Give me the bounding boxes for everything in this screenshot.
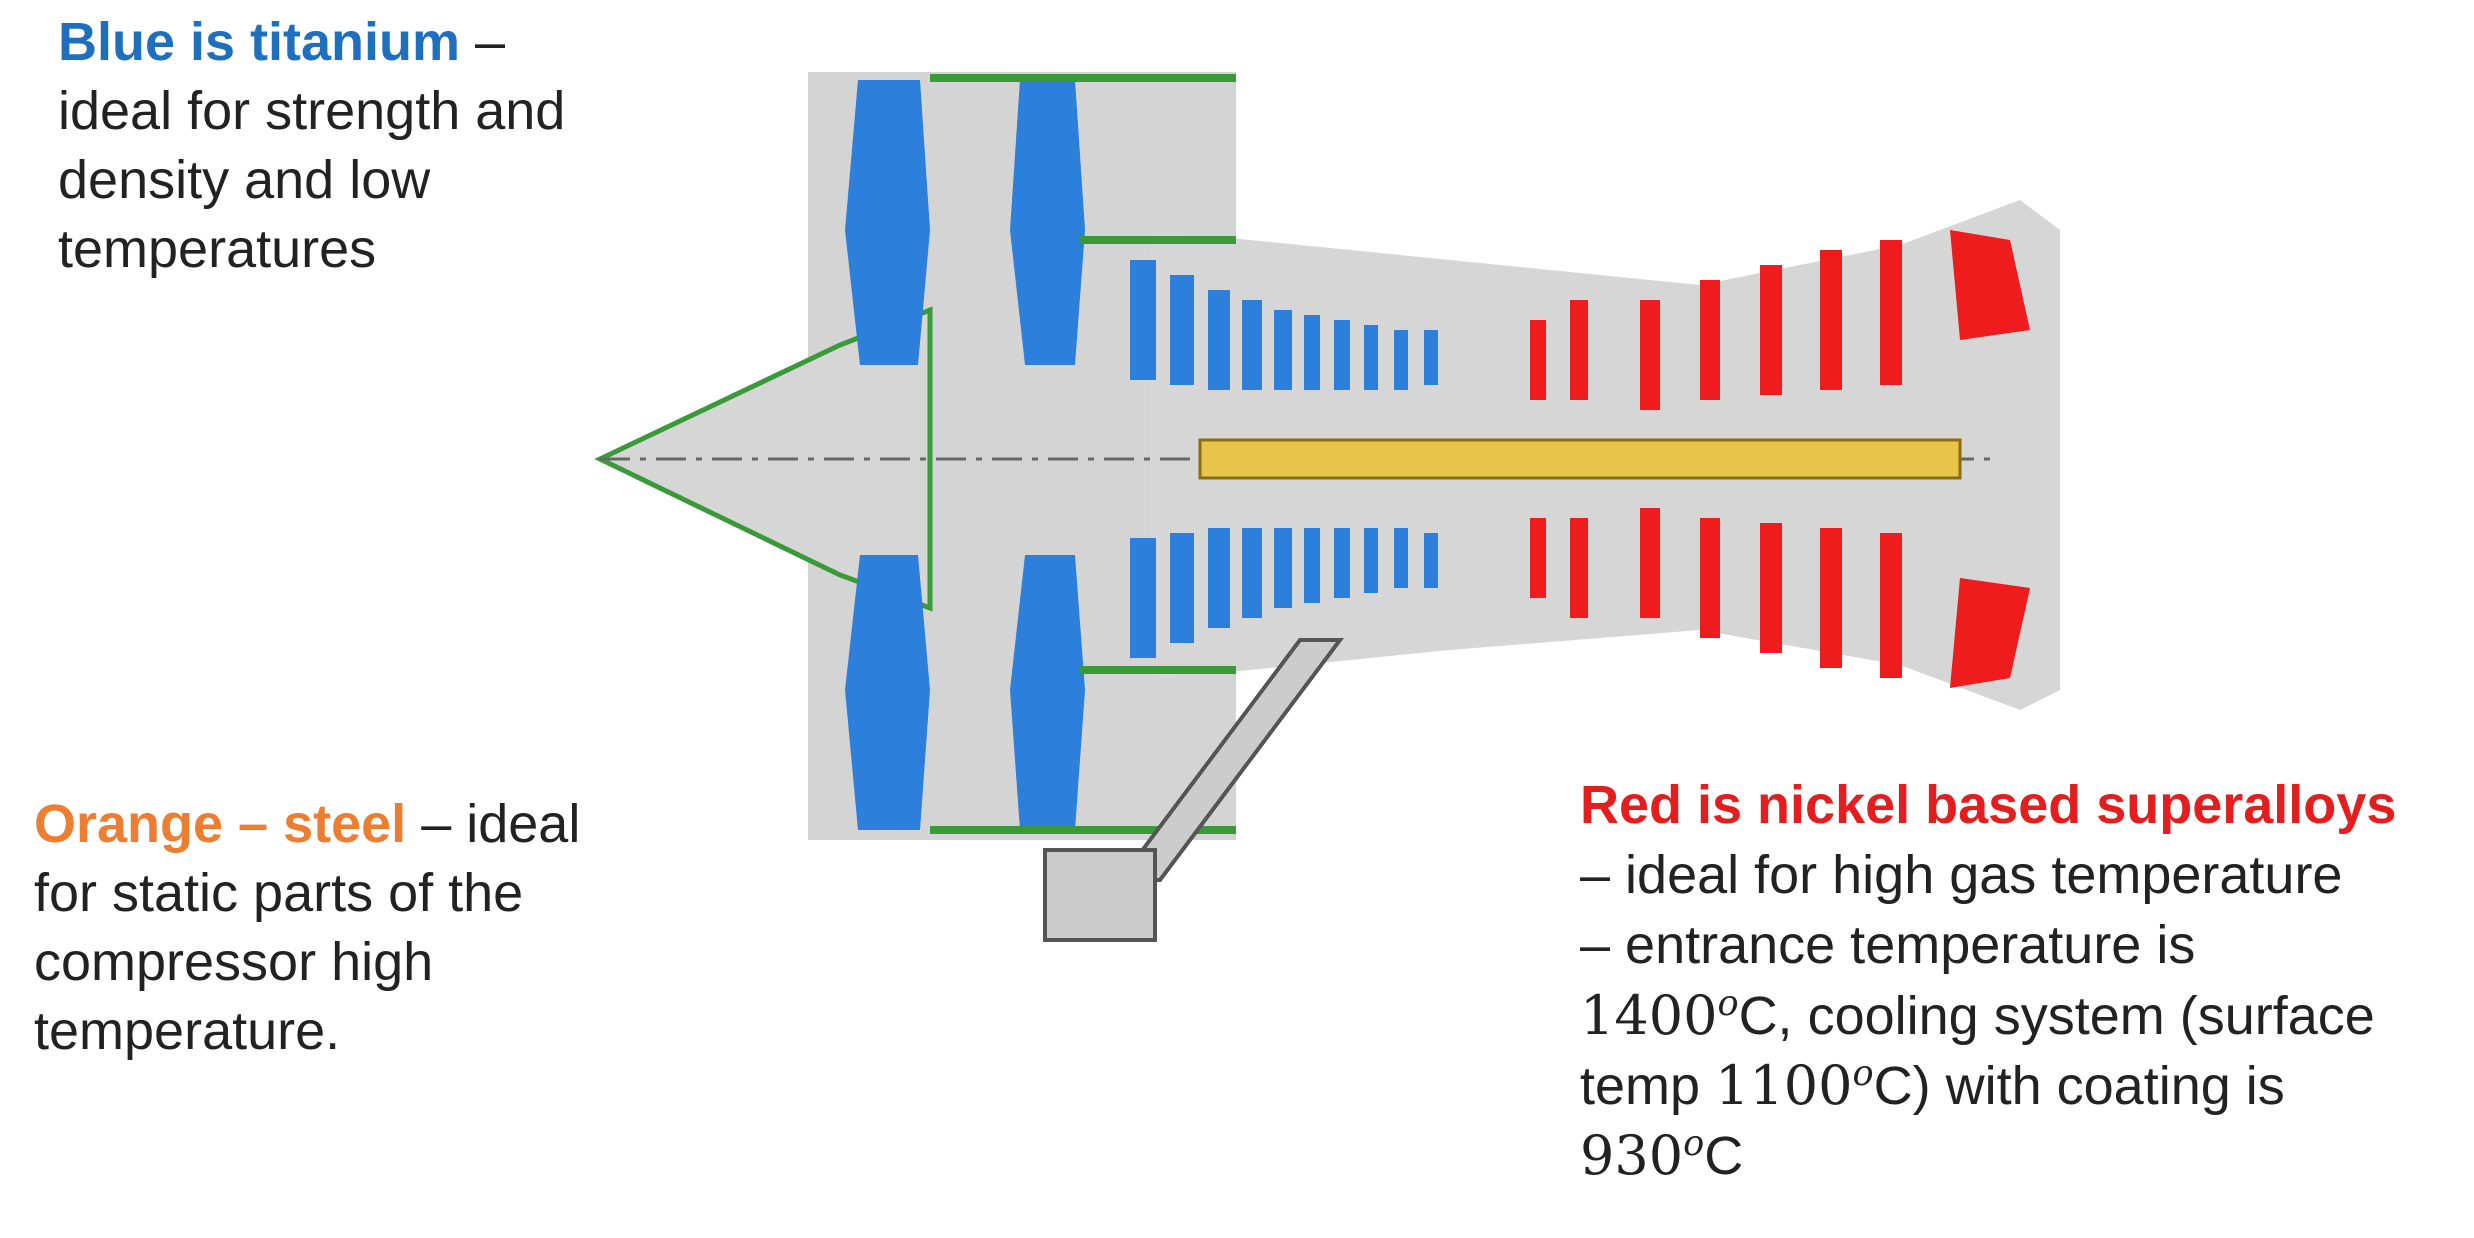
nickel-line-3: 1400oC, cooling system (surface xyxy=(1580,982,2375,1047)
fan-blade-second-upper xyxy=(1010,80,1085,365)
fan-blade-front-upper xyxy=(845,80,930,365)
nickel-line-5: 930oC xyxy=(1580,1122,1744,1187)
fan-blade-front-lower xyxy=(845,555,930,830)
fan-blade-second-lower xyxy=(1010,555,1085,830)
turbine-stages-upper xyxy=(1530,230,2030,410)
compressor-stages-upper xyxy=(1130,260,1438,390)
nickel-heading: Red is nickel based superalloys xyxy=(1580,775,2397,835)
turbine-stages-lower xyxy=(1530,508,2030,688)
titanium-heading: Blue is titanium xyxy=(58,12,461,72)
coating-temp-value: 930o xyxy=(1580,1122,1705,1187)
titanium-line-3: temperatures xyxy=(58,219,377,280)
titanium-line-1: ideal for strength and xyxy=(58,81,566,142)
compressor-stages-lower xyxy=(1130,528,1438,658)
nose-cone xyxy=(594,306,933,612)
nickel-superalloy-note: Red is nickel based superalloys – ideal … xyxy=(1580,770,2460,1191)
steel-heading: Orange – steel xyxy=(34,794,407,854)
steel-line-3: temperature. xyxy=(34,1001,341,1062)
steel-line-2: compressor high xyxy=(34,932,434,993)
nickel-line-1: – ideal for high gas temperature xyxy=(1580,845,2343,906)
steel-rest: – ideal xyxy=(406,794,581,854)
accessory-gearbox xyxy=(1043,638,1344,942)
steel-note: Orange – steel – ideal for static parts … xyxy=(34,790,674,1066)
steel-line-1: for static parts of the xyxy=(34,863,524,924)
entrance-temp-value: 1400o xyxy=(1580,982,1739,1047)
surface-temp-value: 1100o xyxy=(1715,1052,1874,1117)
titanium-line-2: density and low xyxy=(58,150,431,211)
titanium-note: Blue is titanium – ideal for strength an… xyxy=(58,8,698,284)
nickel-line-4: temp 1100oC) with coating is xyxy=(1580,1052,2285,1117)
nickel-line-2: – entrance temperature is xyxy=(1580,915,2196,976)
main-shaft xyxy=(1198,438,1962,480)
titanium-dash: – xyxy=(460,12,506,72)
